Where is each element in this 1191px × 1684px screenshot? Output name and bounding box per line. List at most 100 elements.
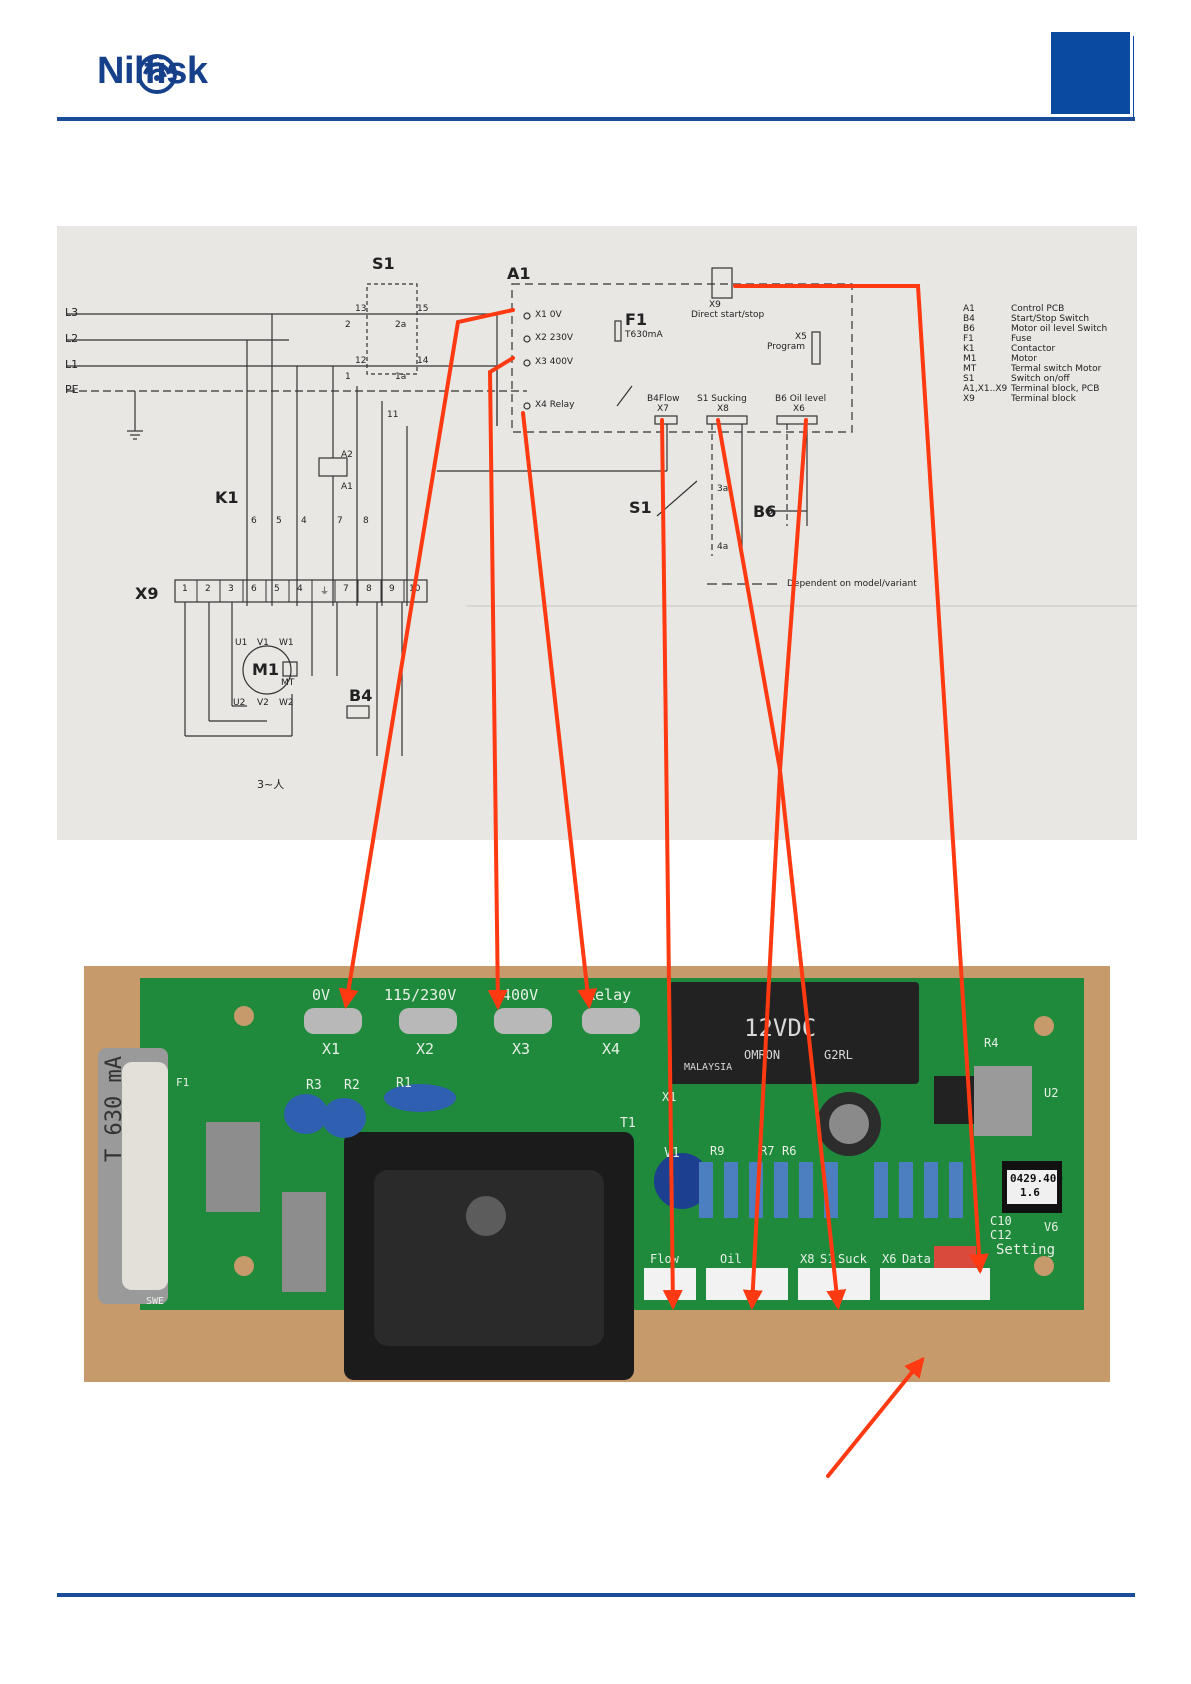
conn-x6-label: X6 [882,1252,897,1266]
m1-label: M1 [252,660,280,679]
motor-type-label: 3~人 [257,778,285,791]
wire-u1: U1 [235,638,248,648]
conn-data-label: Data [902,1252,931,1266]
brand-logo-text: Nilfisk [97,50,208,92]
x9-terminal-5: 5 [274,584,280,594]
page-corner-block [1051,32,1130,114]
x9-terminal-8: 8 [366,584,372,594]
setting-label: Setting [996,1242,1056,1258]
legend-desc: Control PCB [1011,304,1065,314]
pcb-photo: 0V X1 115/230V X2 400V X3 Relay X4 T 630… [84,966,1110,1382]
fuse-label: T 630 mA [102,1056,127,1162]
x9-terminal-earth: ⏚ [320,587,330,597]
wire-6: 6 [251,516,257,526]
legend-code: A1,X1..X9 [963,384,1008,394]
s1-label: S1 [372,254,395,273]
wire-2: 2 [345,320,351,330]
wire-12: 12 [355,356,367,366]
legend-desc: Motor oil level Switch [1011,324,1108,334]
x9-terminal-2: 2 [205,584,211,594]
x2-terminal-label: 115/230V [384,986,457,1004]
wire-a2: A2 [341,450,353,460]
b6oil-label: B6 Oil level [775,394,827,404]
legend-desc: Start/Stop Switch [1011,314,1090,324]
wire-15: 15 [417,304,429,314]
line-l2-label: L2 [65,332,79,345]
legend-code: S1 [963,374,975,384]
line-pe-label: PE [65,383,79,396]
legend-code: M1 [963,354,977,364]
wire-8: 8 [363,516,369,526]
wire-1a: 1a [395,372,407,382]
relay-sub: G2RL [824,1048,853,1062]
wire-14: 14 [417,356,429,366]
schematic-drawing [67,267,1137,756]
component-r6: R6 [782,1144,797,1158]
wiring-schematic: L3 L2 L1 PE S1 A1 K1 X9 M1 MT B4 B6 S1 F… [57,226,1137,840]
b4flow-label: B4Flow [647,394,680,404]
x5-code: X5 [795,332,807,342]
s1-lower-label: S1 [629,498,652,517]
legend-desc: Terminal block, PCB [1011,384,1100,394]
component-v6: V6 [1044,1220,1059,1234]
component-v1: V1 [664,1146,680,1161]
wire-4: 4 [301,516,307,526]
wire-a1: A1 [341,482,353,492]
x3-terminal-code: X3 [512,1040,531,1058]
b6-label: B6 [753,502,777,521]
wire-7: 7 [337,516,343,526]
conn-flow-label: Flow [650,1252,679,1266]
relay-brand: OMRON [744,1048,781,1062]
legend-code: F1 [963,334,974,344]
dependent-note: Dependent on model/variant [787,579,917,589]
fuse-ref: F1 [176,1076,190,1089]
a1-input-x4: X4 Relay [535,400,575,410]
chip-version: 1.6 [1020,1186,1040,1199]
x9-terminal-7: 7 [343,584,349,594]
x5-label: Program [767,342,805,352]
conn-s1-label: S1 [820,1252,835,1266]
conn-x8-label: X8 [800,1252,815,1266]
x6-label: X6 [793,404,805,414]
f1-value: T630mA [625,330,663,340]
x9-terminal-3: 3 [228,584,234,594]
line-l1-label: L1 [65,358,79,371]
legend-desc: Motor [1011,354,1038,364]
legend-code: B4 [963,314,975,324]
legend-desc: Terminal block [1011,394,1076,404]
conn-suck-label: Suck [838,1252,867,1266]
wire-1: 1 [345,372,351,382]
x9-direct-code: X9 [709,300,721,310]
wire-2a: 2a [395,320,407,330]
legend-code: K1 [963,344,975,354]
b4-label: B4 [349,686,373,705]
legend-code: B6 [963,324,975,334]
s1sucking-label: S1 Sucking [697,394,747,404]
f1-label: F1 [625,310,648,329]
x9-label: X9 [135,584,159,603]
header-rule [57,117,1135,121]
wire-v2: V2 [257,698,269,708]
x4-terminal-label: Relay [586,986,632,1004]
a1-input-x1: X1 0V [535,310,562,320]
x4-terminal-code: X4 [602,1040,621,1058]
legend-desc: Switch on/off [1011,374,1070,384]
component-t1: T1 [620,1116,636,1131]
wire-w2: W2 [279,698,294,708]
legend-desc: Termal switch Motor [1011,364,1102,374]
component-c12: C12 [990,1228,1012,1242]
component-r7: R7 [760,1144,775,1158]
nilfisk-swirl-icon [137,54,177,94]
wire-5: 5 [276,516,282,526]
board-swe-label: SWE [146,1296,165,1307]
x9-terminal-4: 4 [297,584,303,594]
mt-label: MT [281,678,295,688]
a1-input-x2: X2 230V [535,333,574,343]
component-r2: R2 [344,1078,360,1093]
wire-v1: V1 [257,638,269,648]
component-c10: C10 [990,1214,1012,1228]
relay-voltage: 12VDC [744,1014,817,1042]
x2-terminal-code: X2 [416,1040,435,1058]
wire-13: 13 [355,304,367,314]
wire-u2: U2 [233,698,246,708]
